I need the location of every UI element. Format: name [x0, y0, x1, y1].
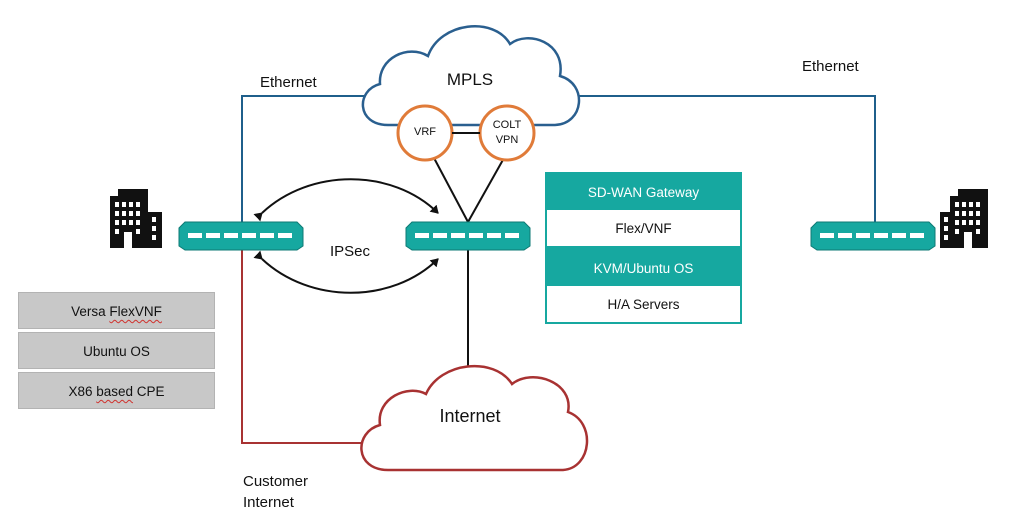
- router-icon: [810, 221, 936, 251]
- gateway-stack-row: Flex/VNF: [545, 210, 742, 248]
- gateway-stack-row: KVM/Ubuntu OS: [545, 248, 742, 286]
- cpe-stack: Versa FlexVNF Ubuntu OS X86 based CPE: [18, 292, 215, 412]
- router-icon: [405, 221, 531, 251]
- mpls-cloud-shape: [361, 25, 581, 127]
- cpe-row-suffix-text: CPE: [133, 384, 165, 399]
- cpe-stack-row: X86 based CPE: [18, 372, 215, 409]
- colt-vpn-label: COLT VPN: [487, 118, 527, 148]
- vpn-gateway-line: [467, 157, 505, 223]
- gateway-stack-row: SD-WAN Gateway: [545, 172, 742, 210]
- colt-vpn-line1: COLT: [492, 119, 522, 131]
- cpe-row-text: Ubuntu OS: [83, 344, 150, 359]
- customer-internet-label: Customer Internet: [243, 471, 308, 513]
- customer-internet-line1: Customer: [243, 473, 309, 490]
- building-icon: [940, 189, 988, 248]
- customer-internet-line2: Internet: [243, 494, 294, 511]
- cpe-row-text: X86: [68, 384, 97, 399]
- ipsec-arc-bottom: [253, 250, 439, 294]
- ethernet-left-label: Ethernet: [260, 74, 317, 91]
- router-icon: [178, 221, 304, 251]
- ipsec-label: IPSec: [330, 243, 371, 260]
- building-icon: [110, 189, 162, 248]
- cpe-stack-row: Ubuntu OS: [18, 332, 215, 369]
- cpe-row-text: Versa: [71, 304, 110, 319]
- internet-cloud-shape: [360, 364, 589, 472]
- sdwan-gateway-stack: SD-WAN Gateway Flex/VNF KVM/Ubuntu OS H/…: [545, 172, 742, 324]
- vrf-gateway-line: [433, 157, 469, 223]
- ipsec-arc-top: [253, 178, 439, 222]
- gateway-stack-row: H/A Servers: [545, 286, 742, 324]
- cpe-stack-row: Versa FlexVNF: [18, 292, 215, 329]
- cpe-row-squiggle-text: FlexVNF: [109, 304, 162, 319]
- colt-vpn-line2: VPN: [495, 134, 519, 146]
- mpls-label: MPLS: [446, 70, 494, 89]
- vrf-label: VRF: [414, 126, 436, 138]
- cpe-row-squiggle-text: based: [96, 384, 134, 399]
- ethernet-right-label: Ethernet: [802, 58, 859, 75]
- customer-internet-line: [241, 250, 378, 444]
- internet-label: Internet: [439, 406, 501, 426]
